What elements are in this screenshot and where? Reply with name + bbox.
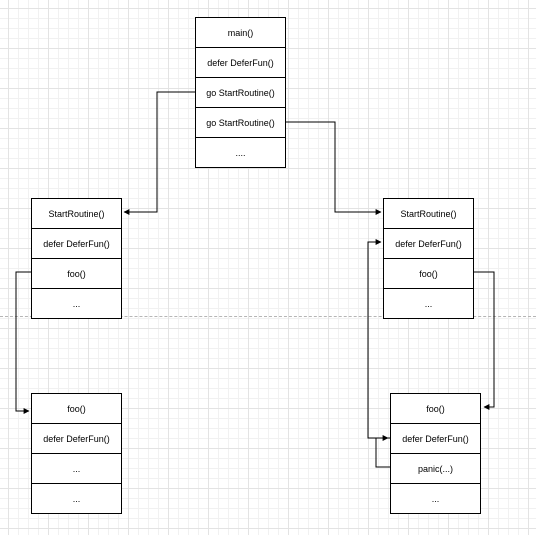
right-foo-defer-frame: defer DeferFun() bbox=[391, 424, 480, 454]
right-routine-foo-frame: foo() bbox=[384, 259, 473, 289]
left-foo-ellipsis-frame-1: ... bbox=[32, 454, 121, 484]
main-frame: main() bbox=[196, 18, 285, 48]
main-go-routine-frame-2: go StartRoutine() bbox=[196, 108, 285, 138]
left-foo-frame: foo() bbox=[32, 394, 121, 424]
right-foo-stack: foo() defer DeferFun() panic(...) ... bbox=[390, 393, 481, 514]
main-ellipsis-frame: .... bbox=[196, 138, 285, 168]
left-routine-ellipsis-frame: ... bbox=[32, 289, 121, 319]
connector-panic-to-foo-defer bbox=[375, 435, 390, 468]
right-routine-defer-frame: defer DeferFun() bbox=[384, 229, 473, 259]
left-routine-stack: StartRoutine() defer DeferFun() foo() ..… bbox=[31, 198, 122, 319]
main-go-routine-frame-1: go StartRoutine() bbox=[196, 78, 285, 108]
connector-main-to-right-routine bbox=[286, 121, 382, 215]
left-foo-stack: foo() defer DeferFun() ... ... bbox=[31, 393, 122, 514]
right-foo-frame: foo() bbox=[391, 394, 480, 424]
right-routine-frame: StartRoutine() bbox=[384, 199, 473, 229]
left-foo-defer-frame: defer DeferFun() bbox=[32, 424, 121, 454]
right-foo-ellipsis-frame: ... bbox=[391, 484, 480, 514]
main-stack: main() defer DeferFun() go StartRoutine(… bbox=[195, 17, 286, 168]
connector-main-to-left-routine bbox=[123, 91, 195, 215]
right-foo-panic-frame: panic(...) bbox=[391, 454, 480, 484]
connector-left-foo-call bbox=[15, 271, 31, 414]
left-routine-frame: StartRoutine() bbox=[32, 199, 121, 229]
right-routine-stack: StartRoutine() defer DeferFun() foo() ..… bbox=[383, 198, 474, 319]
left-routine-defer-frame: defer DeferFun() bbox=[32, 229, 121, 259]
connector-right-foo-call bbox=[474, 271, 495, 410]
left-foo-ellipsis-frame-2: ... bbox=[32, 484, 121, 514]
left-routine-foo-frame: foo() bbox=[32, 259, 121, 289]
connector-foo-defer-to-routine-defer bbox=[367, 239, 390, 439]
right-routine-ellipsis-frame: ... bbox=[384, 289, 473, 319]
dashed-divider bbox=[0, 316, 536, 317]
main-defer-frame: defer DeferFun() bbox=[196, 48, 285, 78]
